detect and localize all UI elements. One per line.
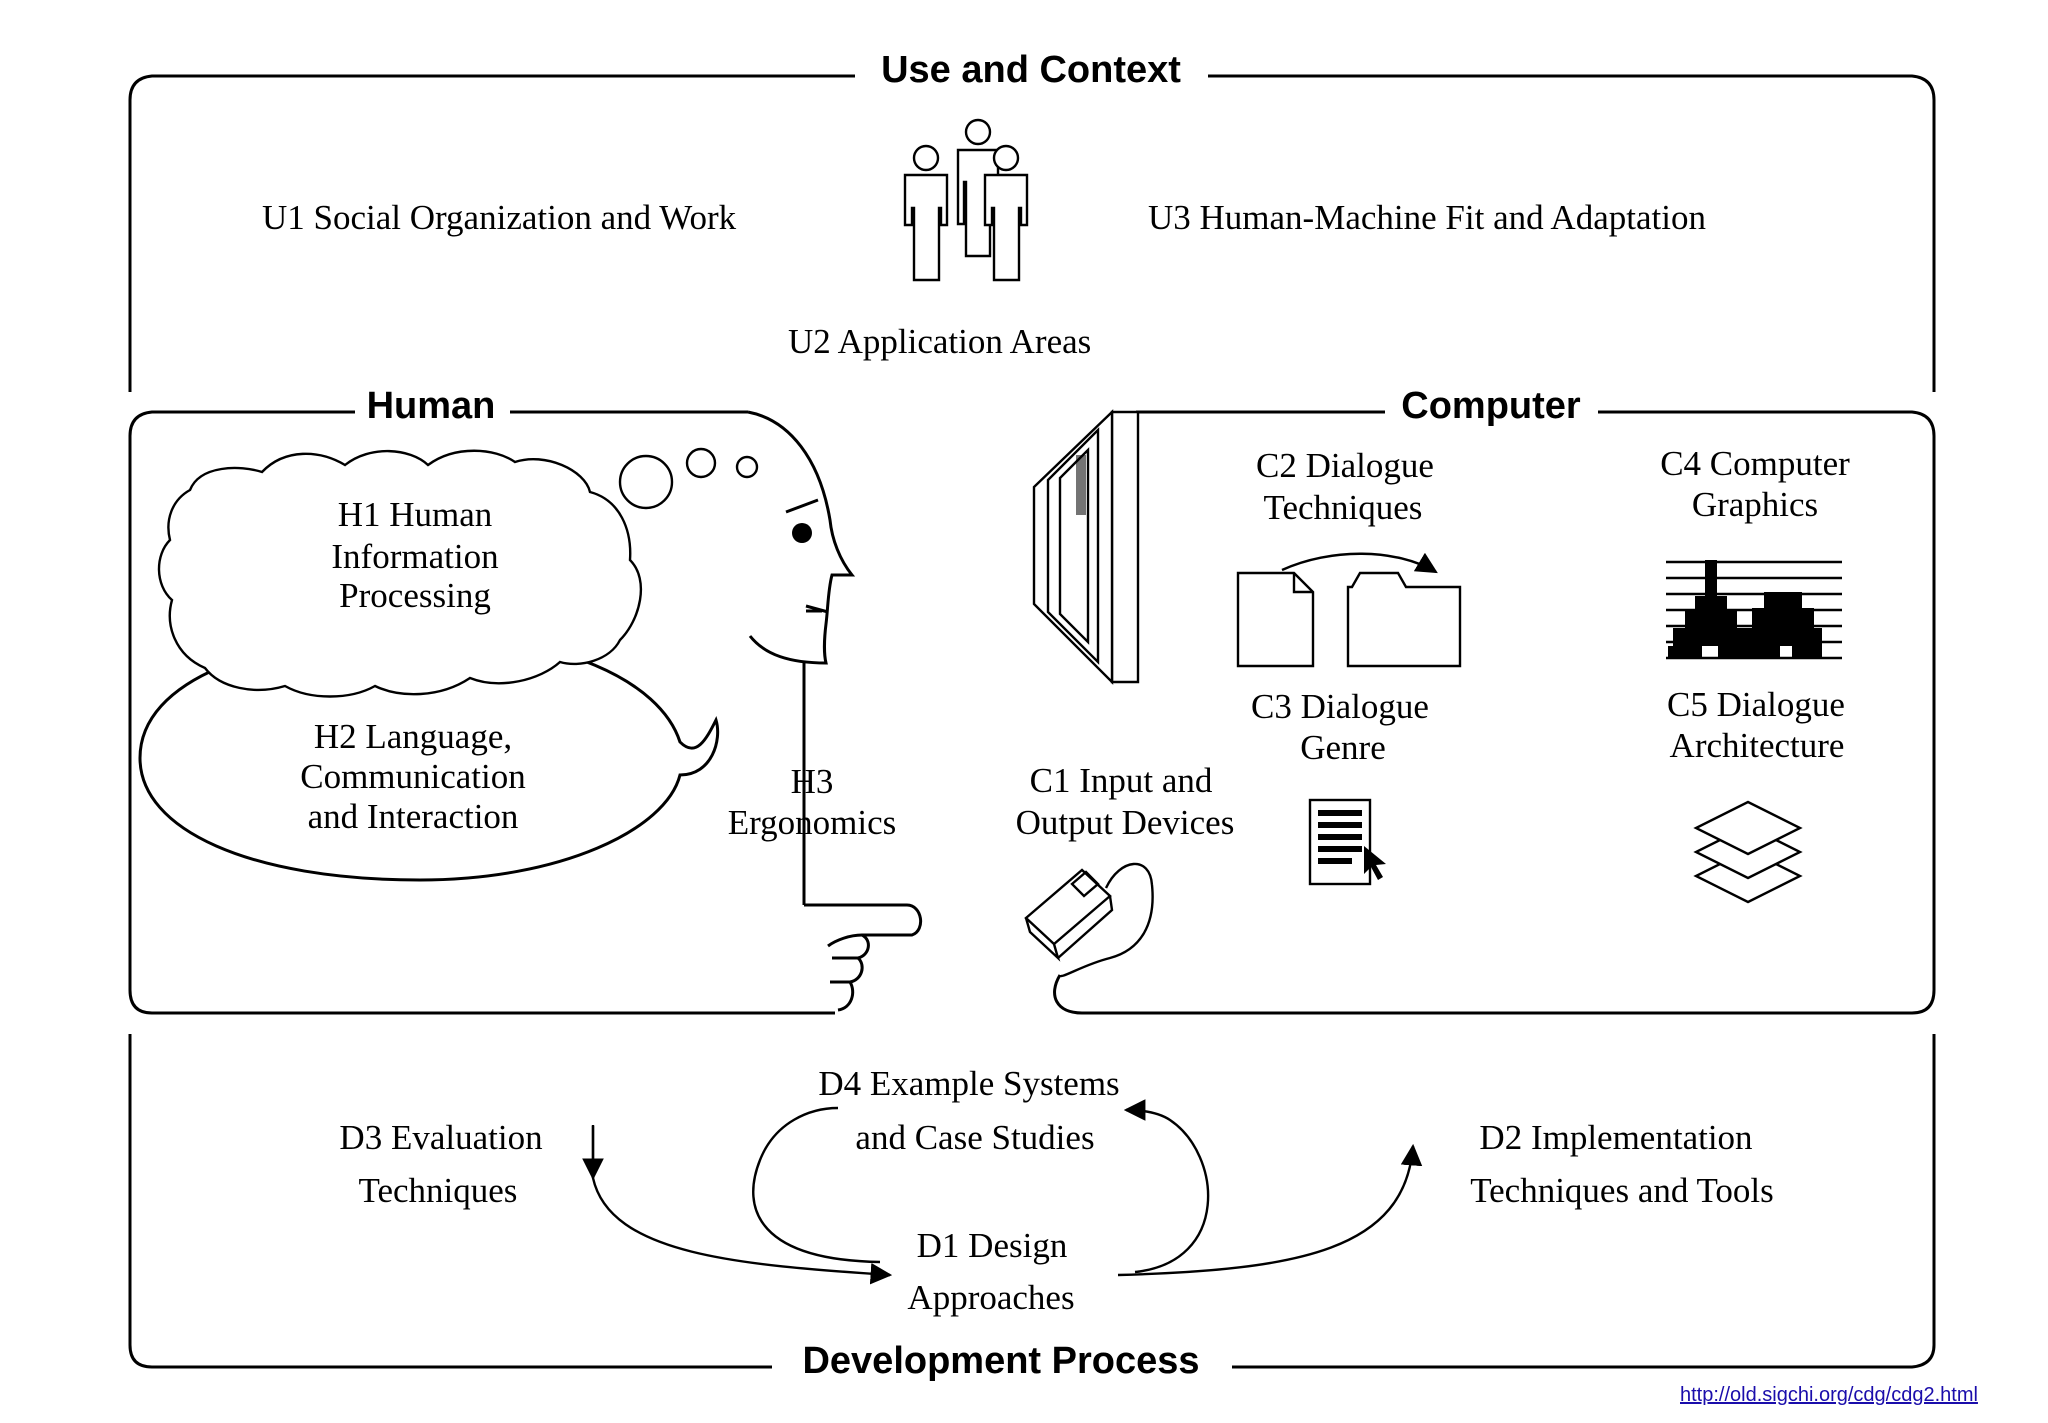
document-icon	[1236, 571, 1315, 668]
development-section-title: Development Process	[802, 1340, 1199, 1382]
arrow-d3-to-d1	[591, 1126, 893, 1285]
hand-icon	[804, 903, 923, 1012]
d2-label: D2 Implementation Techniques and Tools	[1470, 1118, 1774, 1210]
pixel-graphics-icon	[1666, 560, 1842, 660]
computer-section-title: Computer	[1401, 385, 1581, 427]
d3-label-line2: Techniques	[359, 1171, 518, 1210]
c1-label: C1 Input and Output Devices	[1016, 761, 1235, 842]
c1-label-line2: Output Devices	[1016, 803, 1235, 842]
h3-label-line1: H3	[791, 762, 834, 801]
c4-label-line2: Graphics	[1692, 485, 1818, 524]
h3-label-line2: Ergonomics	[728, 803, 897, 842]
use-frame-line	[128, 74, 1936, 392]
d4-label-line2: and Case Studies	[855, 1118, 1094, 1157]
computer-section: Computer C1 Input and Output Devices C2 …	[1016, 385, 1936, 1015]
c3-label-line2: Genre	[1300, 728, 1386, 767]
h1-label-line1: H1 Human	[338, 495, 493, 534]
c5-label-line1: C5 Dialogue	[1667, 685, 1845, 724]
h1-label-line3: Processing	[339, 576, 491, 615]
c2-label-line1: C2 Dialogue	[1256, 446, 1434, 485]
c3-label-line1: C3 Dialogue	[1251, 687, 1429, 726]
h2-label: H2 Language, Communication and Interacti…	[300, 717, 526, 836]
d4-label-line1: D4 Example Systems	[818, 1064, 1119, 1103]
source-url-link[interactable]: http://old.sigchi.org/cdg/cdg2.html	[1680, 1384, 1978, 1406]
c4-label: C4 Computer Graphics	[1660, 444, 1850, 524]
d1-label-line1: D1 Design	[917, 1226, 1068, 1265]
u3-label: U3 Human-Machine Fit and Adaptation	[1148, 198, 1706, 237]
development-process-section: Development Process D4 Example Systems a…	[128, 1034, 1936, 1382]
d3-label: D3 Evaluation Techniques	[339, 1118, 542, 1210]
c5-label: C5 Dialogue Architecture	[1667, 685, 1845, 765]
human-section-title: Human	[367, 385, 496, 427]
development-frame-line	[128, 1034, 1936, 1369]
c2-label: C2 Dialogue Techniques	[1256, 446, 1434, 527]
h2-label-line2: Communication	[300, 757, 526, 796]
c2-label-line2: Techniques	[1264, 488, 1423, 527]
computer-frame-line	[1053, 410, 1936, 1015]
arrow-d1-to-d4-left	[752, 1106, 881, 1264]
d2-label-line1: D2 Implementation	[1479, 1118, 1752, 1157]
arrow-d1-to-d2	[1117, 1143, 1423, 1277]
h1-thought-cloud	[157, 449, 643, 698]
thought-bubble-icon	[618, 447, 759, 510]
h2-label-line1: H2 Language,	[314, 717, 512, 756]
h1-label: H1 Human Information Processing	[331, 495, 498, 615]
c5-label-line2: Architecture	[1670, 726, 1845, 765]
layers-icon	[1693, 800, 1803, 904]
h2-label-line3: and Interaction	[308, 797, 519, 836]
human-section: Human H1 Human Information Processing H2…	[128, 385, 923, 1015]
folder-icon	[1346, 571, 1462, 668]
people-icon	[903, 118, 1029, 282]
u2-label: U2 Application Areas	[788, 322, 1091, 361]
arrow-d1-to-d4-right	[1123, 1099, 1210, 1274]
c1-label-line1: C1 Input and	[1030, 761, 1213, 800]
u1-label: U1 Social Organization and Work	[262, 198, 737, 237]
use-and-context-section: Use and Context U1 Social Organization a…	[128, 49, 1936, 392]
human-head-icon	[747, 410, 856, 905]
d3-label-line1: D3 Evaluation	[339, 1118, 542, 1157]
d2-label-line2: Techniques and Tools	[1470, 1171, 1774, 1210]
mouse-icon	[1024, 862, 1154, 978]
c3-label: C3 Dialogue Genre	[1251, 687, 1429, 767]
h1-label-line2: Information	[331, 537, 498, 576]
human-frame-line	[128, 410, 835, 1015]
move-arrow	[1281, 552, 1438, 574]
d4-label: D4 Example Systems and Case Studies	[818, 1064, 1119, 1157]
d1-label: D1 Design Approaches	[907, 1226, 1074, 1317]
c4-label-line1: C4 Computer	[1660, 444, 1850, 483]
text-page-cursor-icon	[1308, 798, 1386, 886]
d1-label-line2: Approaches	[907, 1278, 1074, 1317]
monitor-icon	[1032, 409, 1140, 685]
use-section-title: Use and Context	[881, 49, 1181, 91]
h3-label: H3 Ergonomics	[728, 762, 897, 842]
